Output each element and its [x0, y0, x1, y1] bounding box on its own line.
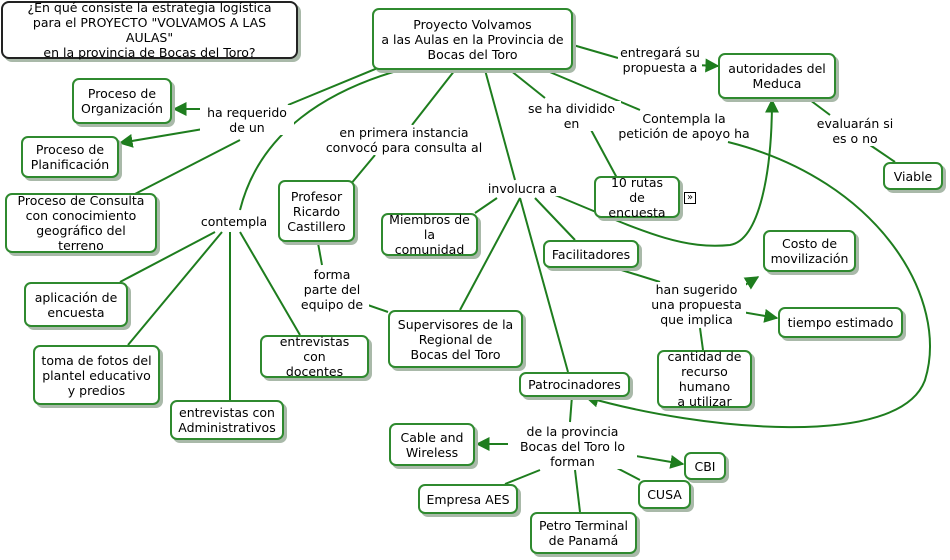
- node-cable-wireless[interactable]: Cable and Wireless: [389, 423, 475, 466]
- link-involucra-miembros: [474, 197, 498, 214]
- label-primera-instancia: en primera instancia convocó para consul…: [322, 125, 486, 155]
- node-facilitadores[interactable]: Facilitadores: [543, 240, 639, 268]
- node-cantidad[interactable]: cantidad de recurso humano a utilizar: [657, 349, 752, 409]
- node-administrativos[interactable]: entrevistas con Administrativos: [170, 400, 284, 440]
- node-rutas[interactable]: 10 rutas de encuesta: [594, 175, 680, 220]
- link-contempla-aplicacion: [119, 231, 216, 283]
- link-sugerido-cantidad: [699, 327, 704, 351]
- link-involucra-supervisores: [459, 197, 521, 311]
- node-patrocinadores[interactable]: Patrocinadores: [519, 372, 630, 397]
- link-peticion-patrocinadores: [584, 141, 931, 429]
- link-dividido-rutas: [589, 127, 618, 179]
- node-costo[interactable]: Costo de movilización: [763, 230, 856, 272]
- link-meduca-evaluaran: [809, 99, 831, 116]
- node-aplicacion[interactable]: aplicación de encuesta: [24, 282, 128, 327]
- double-chevron-right-icon[interactable]: »: [684, 192, 696, 204]
- question-box: ¿En qué consiste la estrategia logística…: [1, 0, 298, 60]
- link-provincia-aes: [504, 469, 541, 485]
- label-contempla: contempla: [196, 214, 272, 229]
- label-ha-requerido: ha requerido de un: [200, 105, 294, 135]
- node-organizacion[interactable]: Proceso de Organización: [72, 78, 172, 124]
- node-main-project[interactable]: Proyecto Volvamos a las Aulas en la Prov…: [372, 8, 573, 70]
- link-main-involucra: [484, 69, 516, 181]
- node-docentes[interactable]: entrevistas con docentes: [260, 334, 369, 379]
- node-cusa[interactable]: CUSA: [638, 480, 691, 509]
- label-entregara: entregará su propuesta a: [618, 45, 702, 75]
- label-evaluaran: evaluarán si es o no: [808, 116, 902, 146]
- node-empresa-aes[interactable]: Empresa AES: [418, 484, 518, 514]
- label-han-sugerido: han sugerido una propuesta que implica: [647, 282, 746, 327]
- link-provincia-cusa: [614, 466, 641, 481]
- link-main-entregara: [572, 44, 619, 59]
- node-cbi[interactable]: CBI: [684, 452, 726, 480]
- link-contempla-docentes: [239, 231, 301, 336]
- label-contempla-peticion: Contempla la petición de apoyo ha: [612, 111, 756, 141]
- link-involucra-patrocinadores: [519, 197, 569, 373]
- label-involucra: involucra a: [483, 181, 562, 196]
- node-profesor[interactable]: Profesor Ricardo Castillero: [278, 180, 355, 242]
- node-planificacion[interactable]: Proceso de Planificación: [21, 136, 119, 178]
- label-dividido: se ha dividido en: [522, 101, 621, 131]
- link-sugerido-tiempo: [741, 308, 779, 323]
- link-main-dividido: [509, 69, 546, 99]
- link-involucra-meduca: [554, 98, 779, 247]
- link-provincia-petro: [574, 469, 581, 513]
- link-requerido-consulta: [132, 139, 241, 196]
- link-main-contempla: [239, 69, 401, 211]
- link-main-requerido: [287, 64, 386, 106]
- node-fotos[interactable]: toma de fotos del plantel educativo y pr…: [33, 345, 160, 405]
- node-meduca[interactable]: autoridades del Meduca: [718, 53, 836, 99]
- node-supervisores[interactable]: Supervisores de la Regional de Bocas del…: [388, 310, 523, 368]
- link-patrocinadores-provincia: [569, 395, 573, 423]
- link-facilitadores-sugerido: [614, 267, 661, 283]
- node-viable[interactable]: Viable: [883, 162, 943, 190]
- link-involucra-facilitadores: [534, 197, 576, 241]
- link-main-peticion: [544, 69, 641, 111]
- link-evaluaran-viable: [869, 144, 896, 163]
- label-forma-parte: forma parte del equipo de: [295, 267, 369, 312]
- link-requerido-planificacion: [118, 126, 216, 148]
- label-provincia: de la provincia Bocas del Toro lo forman: [508, 424, 637, 469]
- link-main-primera: [411, 69, 456, 126]
- link-contempla-fotos: [127, 231, 223, 346]
- node-consulta[interactable]: Proceso de Consulta con conocimiento geo…: [5, 193, 157, 253]
- node-petro-terminal[interactable]: Petro Terminal de Panamá: [530, 512, 637, 554]
- node-miembros[interactable]: Miembros de la comunidad: [381, 212, 478, 257]
- link-primera-profesor: [349, 154, 376, 186]
- node-tiempo[interactable]: tiempo estimado: [778, 307, 903, 338]
- link-profesor-forma: [317, 242, 323, 266]
